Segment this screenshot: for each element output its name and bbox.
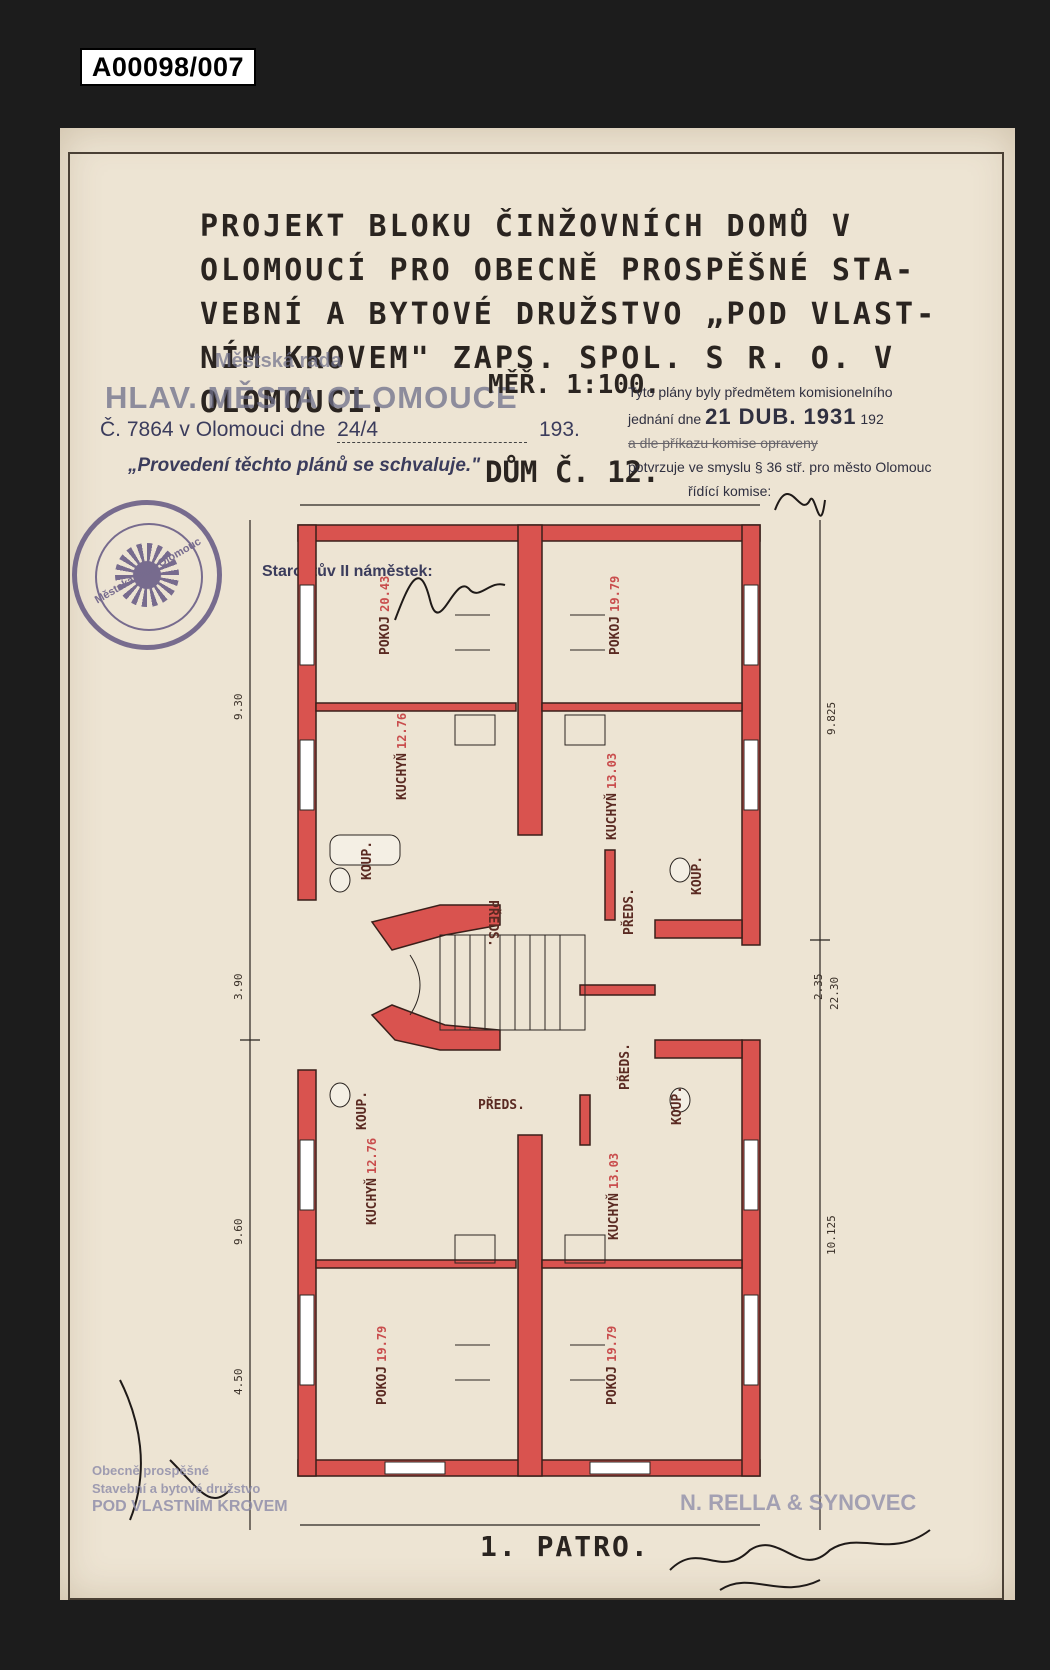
ref-prefix: Č. (100, 418, 121, 442)
archive-id-label: A00098/007 (80, 48, 256, 86)
radiator-marks (455, 614, 605, 1381)
room-label-pokoj-1: POKOJ20.43 (378, 575, 393, 655)
commission-line-5: řídící komise: (688, 483, 772, 499)
drawing-frame (68, 152, 1004, 1600)
cooperative-stamp-line-3: POD VLASTNÍM KROVEM (92, 1498, 288, 1515)
seal-emblem-icon (115, 543, 179, 607)
dimension-label: 4.50 (232, 1368, 245, 1396)
seal-inner-ring (95, 523, 203, 631)
room-label-pokoj-2: POKOJ19.79 (608, 575, 623, 655)
commission-date-suffix: 192 (860, 411, 884, 427)
architect-stamp: N. RELLA & SYNOVEC (680, 1490, 917, 1515)
room-label-kuchyn-1: KUCHYŇ12.76 (395, 712, 410, 800)
room-label-kuchyn-3: KUCHYŇ12.76 (365, 1137, 380, 1225)
scale-label: MĚŘ. 1:100. (488, 370, 661, 400)
commission-date-stamp: 21 DUB. 1931 (705, 404, 857, 429)
room-label-koup-1: KOUP. (360, 840, 375, 880)
dimension-label: 2.35 (812, 973, 825, 1001)
room-label-kuchyn-2: KUCHYŇ13.03 (605, 752, 620, 840)
ref-number: 7864 (126, 418, 174, 442)
commission-line-4: potvrzuje ve smyslu § 36 stř. pro město … (628, 459, 932, 475)
project-title: PROJEKT BLOKU ČINŽOVNÍCH DOMŮ V OLOMOUCÍ… (200, 209, 938, 420)
room-label-pokoj-4: POKOJ19.79 (605, 1325, 620, 1405)
fixtures (329, 834, 691, 1113)
council-stamp-text: Městská rada (215, 350, 342, 372)
city-stamp-text: HLAV. MĚSTA OLOMOUCE (105, 380, 518, 415)
commission-line-2: jednání dne 21 DUB. 1931 192 (628, 404, 931, 431)
round-city-seal: Městská rada Olomouc (72, 500, 222, 650)
room-label-kuchyn-4: KUCHYŇ13.03 (607, 1152, 622, 1240)
signatures (119, 493, 931, 1591)
room-label-preds-2: PŘEDS. (622, 888, 637, 935)
approval-date-line: Č. 7864 v Olomouci dne 24/4 193. (100, 418, 580, 443)
approval-year: 193. (539, 418, 580, 442)
date-field: 24/4 (337, 418, 528, 443)
room-label-koup-4: KOUP. (670, 1085, 685, 1125)
dimension-label: 9.30 (232, 693, 245, 721)
dimension-label: 22.30 (828, 976, 841, 1010)
stairs (409, 714, 606, 1264)
cooperative-stamp: Obecně prospěšné Stavební a bytové družs… (92, 1462, 288, 1516)
walls (297, 524, 761, 1477)
dimension-label: 3.90 (232, 973, 245, 1001)
cooperative-stamp-line-2: Stavební a bytové družstvo (92, 1481, 261, 1496)
dimension-lines (240, 504, 830, 1530)
room-label-preds-1: PŘEDS. (485, 900, 500, 947)
house-number: DŮM Č. 12. (485, 455, 660, 489)
commission-date-prefix: jednání dne (628, 411, 702, 427)
date-written: 24/4 (337, 418, 379, 441)
dimension-label: 9.60 (232, 1218, 245, 1246)
room-label-koup-2: KOUP. (690, 855, 705, 895)
dimension-label: 10.125 (825, 1215, 838, 1255)
commission-note: Tyto plány byly předmětem komisionelního… (628, 380, 931, 503)
room-label-pokoj-3: POKOJ19.79 (375, 1325, 390, 1405)
room-label-koup-3: KOUP. (355, 1090, 370, 1130)
commission-line-1: Tyto plány byly předmětem komisionelního (628, 384, 893, 400)
windows (299, 584, 759, 1475)
commission-line-3: a dle příkazu komise opraveny (628, 435, 818, 451)
dimension-label: 9.825 (825, 701, 838, 735)
room-label-preds-4: PŘEDS. (618, 1043, 633, 1090)
place-date-text: v Olomouci dne (179, 418, 326, 442)
cooperative-stamp-line-1: Obecně prospěšné (92, 1463, 210, 1478)
approval-statement: „Provedení těchto plánů se schvaluje." (128, 455, 481, 476)
floor-label: 1. PATRO. (480, 1530, 650, 1563)
room-label-preds-3: PŘEDS. (478, 1098, 525, 1113)
